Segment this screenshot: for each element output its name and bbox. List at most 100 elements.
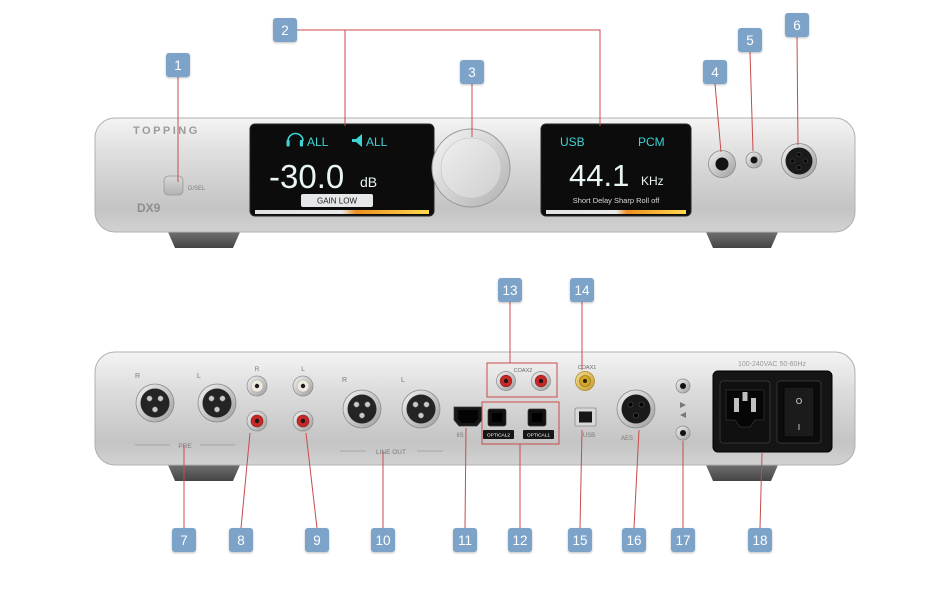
left-display: ALL ALL -30.0 dB GAIN LOW [249,123,435,217]
balanced-xlr-headphone-jack [781,143,817,179]
rear-foot-left [168,465,240,481]
leader-line-5 [749,51,754,152]
callout-9: 9 [305,528,329,552]
usb-b-port [574,407,597,427]
leader-line-9 [305,432,318,529]
coax1-jack-gold [575,371,595,391]
coax1-label: COAX1 [578,365,597,371]
signal-format-value: PCM [638,135,665,149]
headphone-channel-value: ALL [307,135,329,149]
trigger-in-jack [675,425,691,441]
leader-line-18 [759,452,763,529]
headphone-icon [286,140,290,147]
leader-line-6 [796,36,799,146]
xlr-line-out-right [342,389,382,429]
iis-hdmi-port [453,406,483,427]
iec-pin [734,398,739,412]
right-display-screen [540,123,692,217]
model-label: DX9 [137,201,161,215]
rca-left-label: L [301,366,305,373]
highlight-box-optical [481,401,560,445]
brand-logo: TOPPING [133,125,200,137]
trigger-in-icon [680,412,686,418]
rca-right-label: R [255,366,260,373]
callout-6: 6 [785,13,809,37]
callout-17: 17 [671,528,695,552]
volume-unit: dB [360,174,377,190]
leader-line-4 [714,83,722,153]
callout-3: 3 [460,60,484,84]
usb-label: USB [583,433,595,439]
optical2-label: OPTICAL2 [487,433,511,439]
callout-11: 11 [453,528,477,552]
dsel-button-label: D/SEL [188,186,206,192]
power-switch-rocker [783,386,815,438]
sample-rate-unit: KHz [641,174,664,188]
speaker-icon [352,134,362,147]
callout-7: 7 [172,528,196,552]
xlr-line-right-label: R [342,377,347,384]
optical2-port [487,408,507,427]
rca-jack-red-left [292,410,314,432]
optical2-label-plate [483,430,514,439]
rear-foot-right [706,465,778,481]
input-source-value: USB [560,135,585,149]
leader-line-11 [464,427,467,529]
mini-headphone-jack [745,151,763,169]
xlr-pre-right-label: R [135,373,140,380]
left-display-meter [255,210,429,214]
leader-line-8 [240,432,251,529]
xlr-line-out-left [401,389,441,429]
xlr-pre-out-right [135,383,175,423]
sample-rate-value: 44.1 [569,158,629,193]
aes-label: AES [621,436,633,442]
callout-8: 8 [229,528,253,552]
dsel-button [163,175,184,196]
aes-xlr-input [616,389,656,429]
power-rating-label: 100-240VAC 50-60Hz [738,361,806,368]
leader-line-15 [579,429,583,529]
headphone-icon [287,132,304,142]
callout-15: 15 [568,528,592,552]
iec-ground-pin [742,392,748,401]
leader-line-16 [633,429,640,529]
callout-13: 13 [498,278,522,302]
xlr-pre-left-label: L [197,373,201,380]
callout-18: 18 [748,528,772,552]
coax2-jack [496,371,516,391]
gain-status-pill [301,194,373,207]
gain-status: GAIN LOW [317,197,357,206]
front-panel-photo: TOPPING D/SEL DX9 ALL ALL -30.0 dB GAIN … [94,117,856,248]
trigger-out-jack [675,378,691,394]
callout-16: 16 [622,528,646,552]
coax2b-jack [531,371,551,391]
callout-2: 2 [273,18,297,42]
headphone-icon [299,140,303,147]
line-out-label: LINE OUT [376,449,406,456]
optical1-port [527,408,547,427]
xlr-line-left-label: L [401,377,405,384]
highlight-box-coax [486,362,558,398]
volume-value: -30.0 [269,158,344,195]
rca-jack-white-left [292,375,314,397]
callout-14: 14 [570,278,594,302]
trigger-out-icon [680,402,686,408]
callout-1: 1 [166,53,190,77]
callout-10: 10 [371,528,395,552]
power-switch-on-mark: I [798,423,800,432]
ac-power-inlet: O I [712,370,833,453]
coax2-label: COAX2 [514,368,533,374]
filter-status: Short Delay Sharp Roll off [573,196,660,205]
rca-jack-red-right [246,410,268,432]
volume-knob-face [440,137,502,199]
optical1-label: OPTICAL1 [527,433,551,439]
speaker-channel-value: ALL [366,135,388,149]
pre-out-label: PRE [178,443,192,450]
xlr-pre-out-left [197,383,237,423]
optical1-label-plate [523,430,554,439]
rca-jack-white-right [246,375,268,397]
power-switch-off-mark: O [796,397,802,406]
rear-panel-photo: R L PRE R L [94,351,856,481]
